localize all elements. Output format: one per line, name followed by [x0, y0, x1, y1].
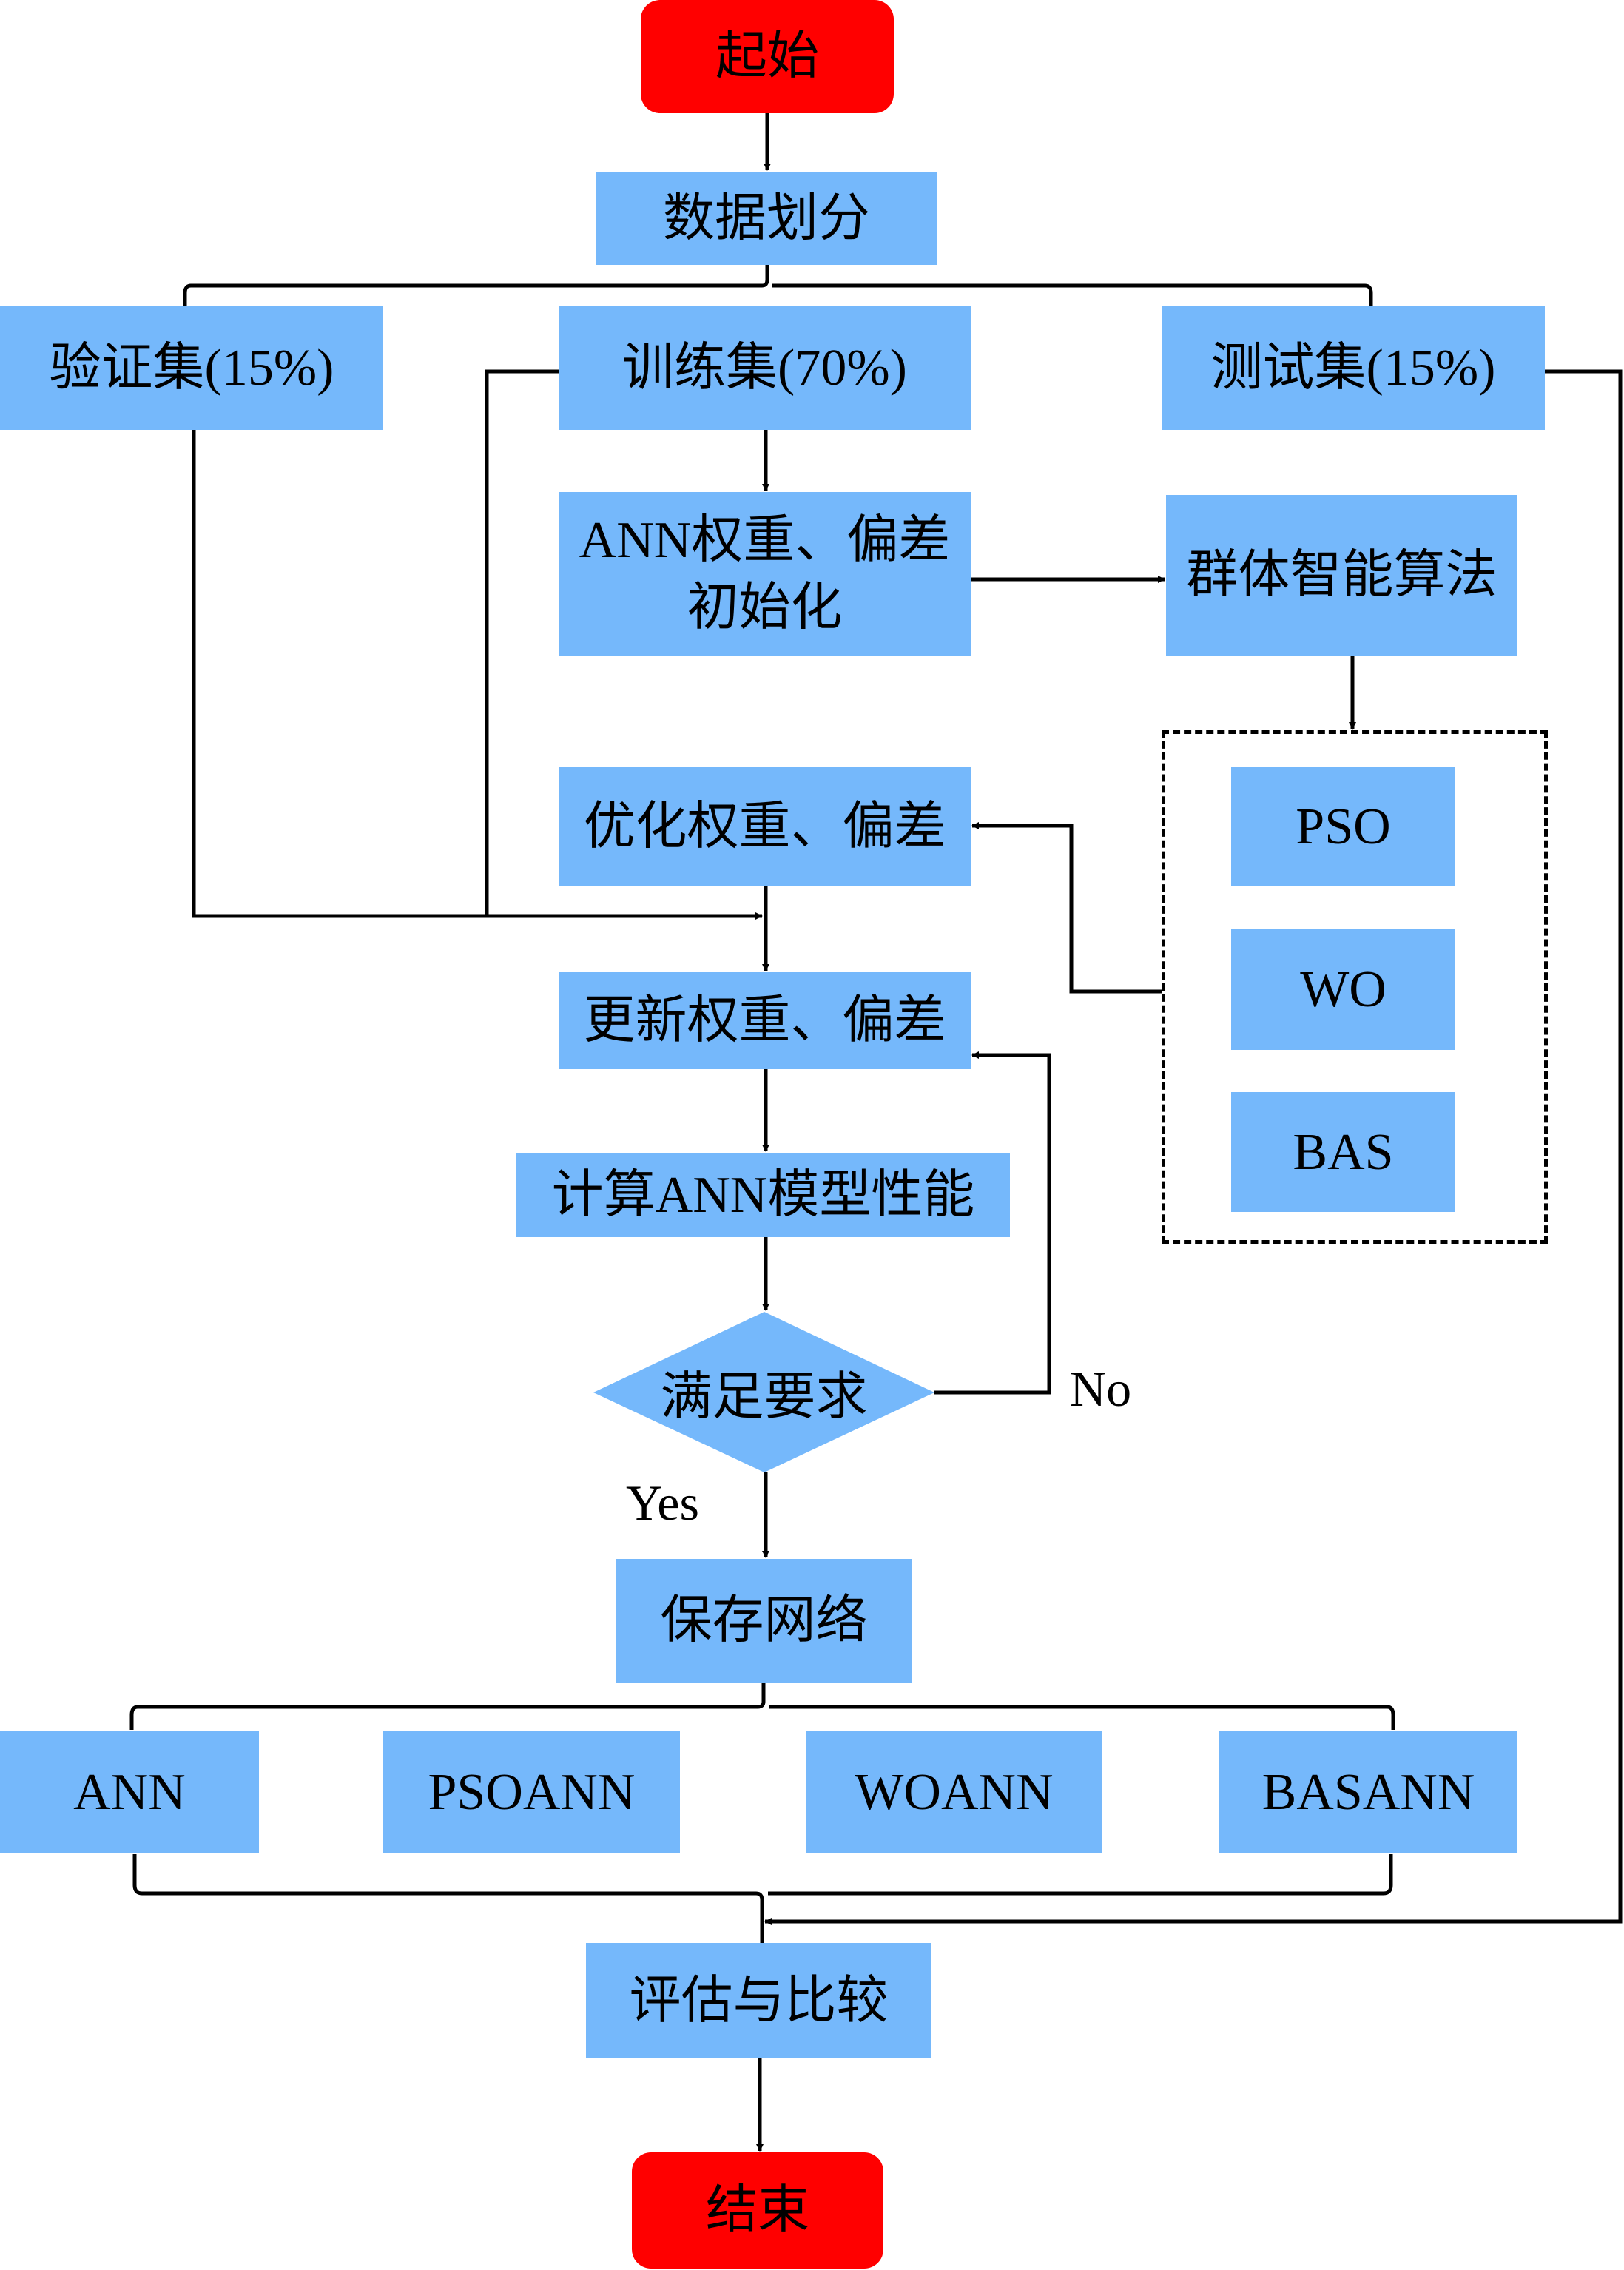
- brace-models: [132, 1854, 1393, 1901]
- evaluate-compare-node: 评估与比较: [586, 1943, 931, 2058]
- swarm-algorithm-node: 群体智能算法: [1166, 495, 1517, 656]
- decision-diamond: [593, 1312, 934, 1472]
- end-node: 结束: [632, 2152, 883, 2269]
- save-network-node: 保存网络: [616, 1559, 912, 1683]
- basann-node: BASANN: [1219, 1731, 1517, 1853]
- wo-node: WO: [1231, 929, 1455, 1050]
- woann-node: WOANN: [806, 1731, 1102, 1853]
- init-weights-node: ANN权重、偏差初始化: [559, 492, 971, 656]
- start-node: 起始: [641, 0, 894, 113]
- edge-decision-no: [934, 1051, 1051, 1395]
- ann-node: ANN: [0, 1731, 259, 1853]
- training-set-node: 训练集(70%): [559, 306, 971, 430]
- pso-node: PSO: [1231, 767, 1455, 886]
- no-label: No: [1070, 1361, 1132, 1417]
- brace-split: [183, 265, 1373, 306]
- test-set-node: 测试集(15%): [1162, 306, 1545, 430]
- decision-label: 满足要求: [660, 1369, 868, 1426]
- edge-group-optimize: [971, 822, 1162, 994]
- compute-performance-node: 计算ANN模型性能: [516, 1153, 1010, 1237]
- yes-label: Yes: [626, 1475, 699, 1531]
- brace-save: [129, 1683, 1395, 1730]
- update-weights-node: 更新权重、偏差: [559, 972, 971, 1069]
- edge-test-evaluate: [764, 369, 1623, 1925]
- bas-node: BAS: [1231, 1092, 1455, 1212]
- algorithm-group: [1162, 730, 1548, 1244]
- validation-set-node: 验证集(15%): [0, 306, 383, 430]
- psoann-node: PSOANN: [383, 1731, 680, 1853]
- optimize-weights-node: 优化权重、偏差: [559, 767, 971, 886]
- data-split-node: 数据划分: [596, 172, 937, 265]
- edge-validation-merge: [192, 430, 763, 920]
- edge-training-merge: [485, 369, 559, 916]
